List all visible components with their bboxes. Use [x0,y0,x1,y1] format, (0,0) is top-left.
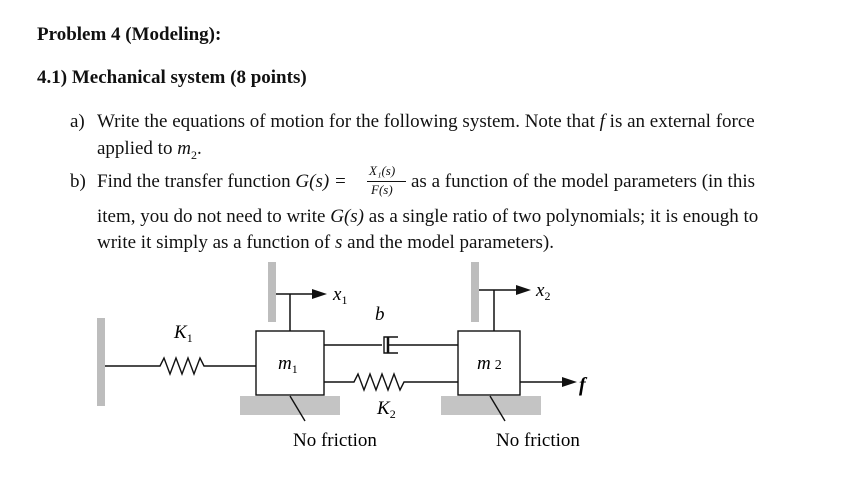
item-a-line2: applied to m2. [97,138,202,162]
f-label: f [579,374,588,396]
item-a-marker: a) [70,111,85,132]
m1-label: m1 [278,353,298,376]
x2-label: x2 [535,280,550,303]
guide-post-right [471,262,479,322]
b-label: b [375,304,385,325]
x1-label: x1 [332,284,347,307]
spring-k1 [140,356,256,376]
k2-label: K2 [376,398,396,421]
mass-m1 [255,330,325,396]
g-expression: G(s) = [295,171,347,192]
friction-right-label: No friction [496,430,580,451]
fraction-bar [367,181,406,182]
item-b-line1-prefix: Find the transfer function G(s) = [97,171,347,192]
ground-right [441,396,541,415]
item-b-line2: item, you do not need to write G(s) as a… [97,206,759,227]
item-b-line3: write it simply as a function of s and t… [97,232,554,253]
k1-label: K1 [173,322,193,345]
problem-title: Problem 4 (Modeling): [37,24,222,45]
item-a-line1: Write the equations of motion for the fo… [97,111,755,132]
f-symbol: f [599,111,605,132]
spring-k2 [324,372,458,392]
damper-cylinder [383,336,398,354]
section-title: 4.1) Mechanical system (8 points) [37,67,307,88]
friction-left-label: No friction [293,430,377,451]
fraction-numerator: X₁(s) [369,163,396,178]
item-b-line1-suffix: as a function of the model parameters (i… [411,171,756,192]
item-b-marker: b) [70,171,86,192]
mass-m2 [457,330,521,396]
x1-arrowhead [312,289,327,299]
ground-left [240,396,340,415]
guide-post-left [268,262,276,322]
left-wall [97,318,105,406]
fraction-denominator: F(s) [371,182,393,197]
x2-arrowhead [516,285,531,295]
force-arrowhead [562,377,577,387]
